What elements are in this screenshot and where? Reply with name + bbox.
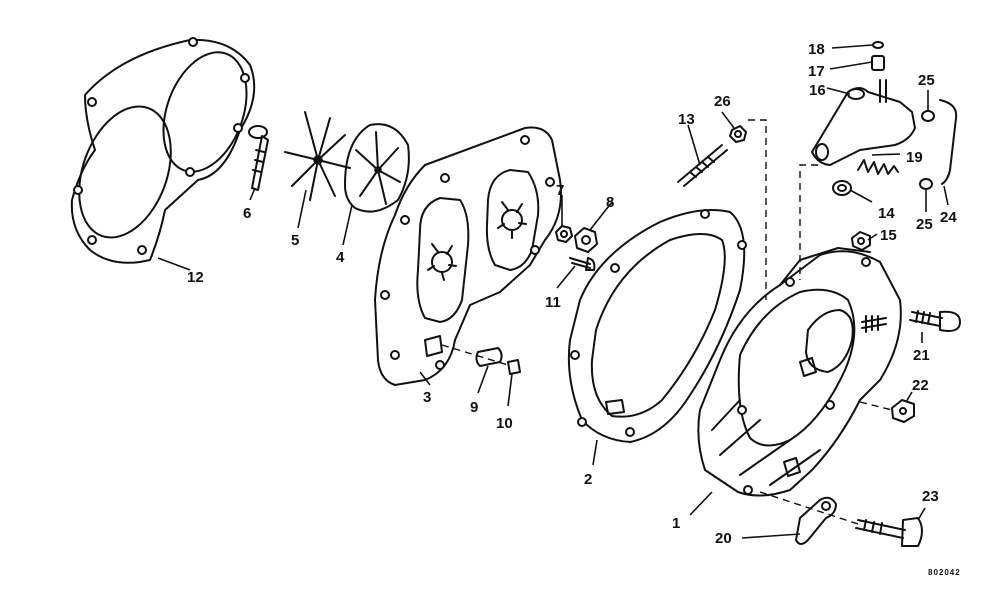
part-12-gasket: [70, 37, 256, 264]
callout-12: 12: [187, 269, 204, 286]
drawing-reference-number: 802042: [928, 568, 961, 577]
part-20-clip: [795, 496, 837, 545]
callout-9: 9: [470, 399, 478, 416]
part-19-spring: [857, 159, 899, 175]
callout-25-upper: 25: [918, 72, 935, 89]
callout-8: 8: [606, 194, 614, 211]
leader-lines: [157, 44, 949, 539]
callout-26: 26: [714, 93, 731, 110]
assembly-line-26: [748, 119, 767, 300]
callout-18: 18: [808, 41, 825, 58]
part-2-gasket: [567, 209, 747, 443]
callout-2: 2: [584, 471, 592, 488]
callout-5: 5: [291, 232, 299, 249]
part-10-screw: [507, 359, 521, 375]
part-17-sleeve: [871, 55, 885, 71]
part-11-screw: [569, 257, 596, 271]
callout-22: 22: [912, 377, 929, 394]
assembly-line-23: [759, 491, 859, 525]
callout-20: 20: [715, 530, 732, 547]
part-24-link-rod: [939, 99, 958, 185]
callout-15: 15: [880, 227, 897, 244]
callout-21: 21: [913, 347, 930, 364]
callout-14: 14: [878, 205, 895, 222]
part-18-ring: [872, 41, 884, 49]
part-26-nut: [729, 125, 747, 143]
callout-13: 13: [678, 111, 695, 128]
part-7-nut: [555, 225, 573, 243]
part-13-stud: [677, 144, 728, 187]
callout-16: 16: [809, 82, 826, 99]
callout-4: 4: [336, 249, 345, 266]
part-3-pump-body-plate: [374, 126, 562, 386]
callout-11: 11: [545, 294, 561, 311]
part-4-valve-disc: [344, 123, 410, 213]
callout-23: 23: [922, 488, 939, 505]
part-25-upper-grommet: [921, 110, 935, 122]
part-23-bolt: [855, 517, 923, 547]
part-16-bracket: [811, 79, 916, 166]
part-14-nut: [832, 180, 852, 196]
callout-1: 1: [672, 515, 680, 532]
part-25-lower-grommet: [919, 178, 933, 190]
callout-24: 24: [940, 209, 957, 226]
part-1-housing: [697, 247, 902, 497]
part-5-valve-spring: [284, 111, 351, 201]
part-8-nut: [574, 227, 598, 253]
assembly-line-22: [859, 401, 893, 411]
callout-labels: 1 2 3 4 5 6 7 8 9 10 11 12 13 14 15 16 1…: [187, 41, 961, 577]
callout-6: 6: [243, 205, 251, 222]
part-22-nut: [891, 399, 915, 423]
part-6-screw: [248, 125, 269, 191]
callout-7: 7: [556, 182, 564, 199]
callout-3: 3: [423, 389, 431, 406]
part-21-screw: [909, 310, 961, 332]
assembly-line-14: [799, 164, 818, 280]
callout-10: 10: [496, 415, 513, 432]
callout-19: 19: [906, 149, 923, 166]
part-15-nut: [851, 231, 871, 251]
callout-25-lower: 25: [916, 216, 933, 233]
callout-17: 17: [808, 63, 825, 80]
